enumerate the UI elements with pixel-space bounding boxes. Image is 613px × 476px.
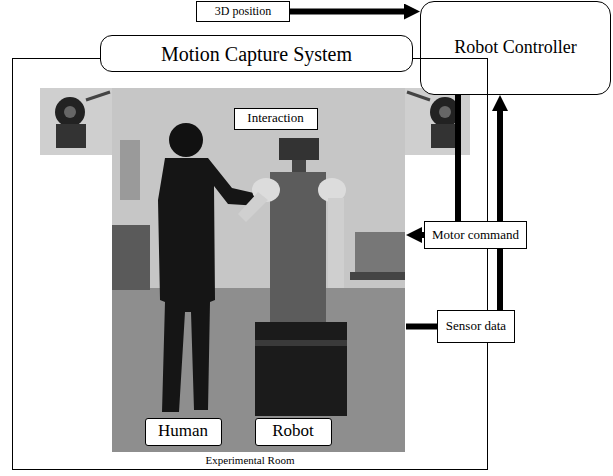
- camera-left: [40, 88, 112, 155]
- signal-arrow: [416, 232, 424, 238]
- system-box: Motion Capture System: [100, 35, 413, 72]
- signal-arrow: [455, 95, 461, 221]
- label-box: Interaction: [234, 108, 318, 130]
- signal-arrow: [497, 105, 503, 310]
- box-label: Motion Capture System: [161, 43, 352, 65]
- box-label: 3D position: [215, 5, 271, 18]
- box-label: Experimental Room: [206, 454, 295, 466]
- label-box: Human: [145, 418, 222, 446]
- box-label: Human: [158, 422, 208, 441]
- controller-box: Robot Controller: [420, 1, 611, 95]
- box-label: Sensor data: [446, 319, 506, 333]
- box-label: Interaction: [247, 111, 303, 125]
- signal-box: Motor command: [424, 221, 527, 249]
- experiment-photo: [112, 88, 405, 452]
- signal-arrow: [406, 324, 437, 330]
- label-box: Robot: [255, 418, 332, 446]
- signal-box: 3D position: [196, 1, 290, 22]
- signal-arrow: [290, 9, 410, 15]
- box-label: Robot Controller: [454, 38, 577, 58]
- room-frame: Experimental Room InteractionHuman Robot: [12, 58, 488, 470]
- signal-box: Sensor data: [437, 310, 515, 343]
- box-label: Motor command: [432, 228, 519, 242]
- box-label: Robot: [272, 422, 314, 441]
